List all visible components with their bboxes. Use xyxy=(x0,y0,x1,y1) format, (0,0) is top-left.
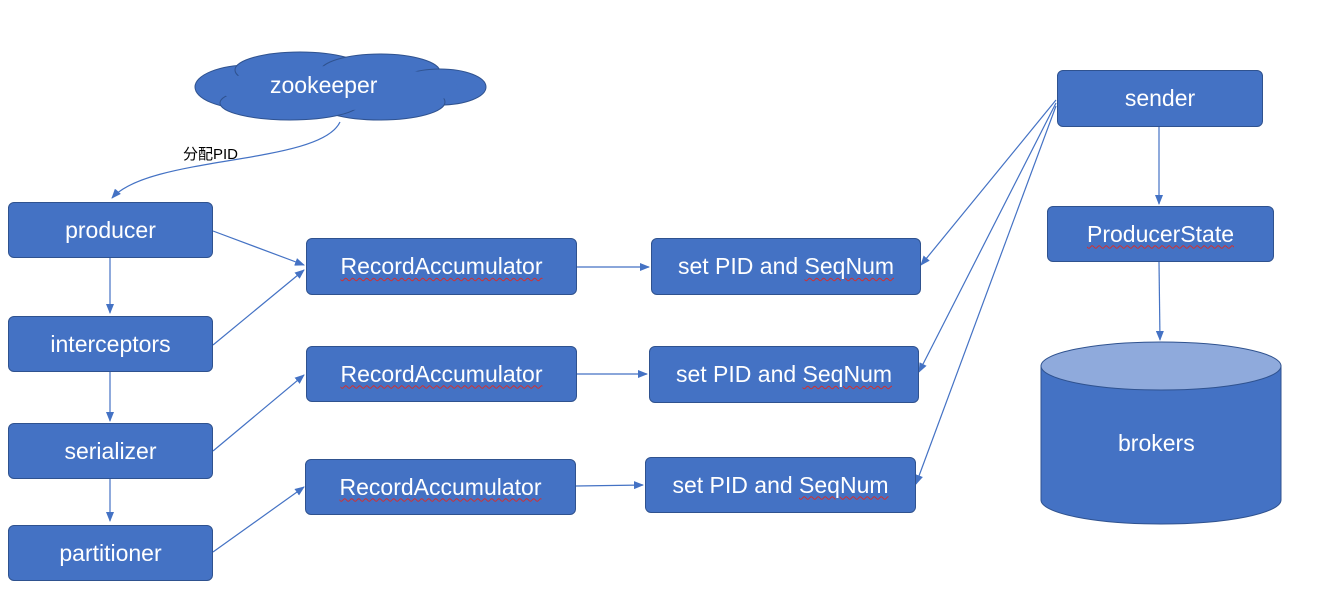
zookeeper-label: zookeeper xyxy=(270,72,378,98)
record-accumulator-node: RecordAccumulator xyxy=(306,238,577,295)
set-pid-node: set PID and SeqNum xyxy=(649,346,919,403)
edge-sender-setpid2 xyxy=(918,102,1057,373)
set-pid-label: set PID and SeqNum xyxy=(672,471,889,498)
partitioner-node: partitioner xyxy=(8,525,213,581)
edge-zookeeper-producer xyxy=(111,121,341,199)
edge-sender-setpid3 xyxy=(915,105,1057,485)
producer-state-node: ProducerState xyxy=(1047,206,1274,262)
interceptors-label: interceptors xyxy=(50,330,171,357)
assign-pid-label: 分配PID xyxy=(183,146,239,163)
partitioner-label: partitioner xyxy=(59,539,162,566)
record-accumulator-label: RecordAccumulator xyxy=(340,253,543,279)
set-pid-label: set PID and SeqNum xyxy=(675,361,893,387)
connectors xyxy=(106,99,1164,553)
set-pid-node: set PID and SeqNum xyxy=(645,457,916,513)
edge-serializer-acc2 xyxy=(212,374,305,452)
interceptors-node: interceptors xyxy=(8,316,213,372)
edge-partitioner-acc3 xyxy=(212,486,305,553)
set-pid-label: set PID and SeqNum xyxy=(677,253,895,279)
serializer-node: serializer xyxy=(8,423,213,479)
edge-producer-acc1 xyxy=(212,230,305,266)
record-accumulator-label: RecordAccumulator xyxy=(340,360,543,387)
brokers-database xyxy=(1040,341,1282,525)
edge-acc3-setpid3 xyxy=(575,481,644,490)
record-accumulator-label: RecordAccumulator xyxy=(339,473,542,500)
edge-producerstate-brokers xyxy=(1155,261,1164,341)
edge-interceptors-acc1 xyxy=(212,269,305,346)
serializer-label: serializer xyxy=(64,437,157,464)
sender-label: sender xyxy=(1124,85,1196,111)
producer-state-label: ProducerState xyxy=(1086,220,1235,247)
sender-node: sender xyxy=(1057,70,1263,127)
record-accumulator-node: RecordAccumulator xyxy=(305,459,576,515)
set-pid-node: set PID and SeqNum xyxy=(651,238,921,295)
producer-label: producer xyxy=(65,216,156,243)
edge-sender-setpid1 xyxy=(920,99,1057,266)
producer-node: producer xyxy=(8,202,213,258)
brokers-label: brokers xyxy=(1118,430,1195,456)
zookeeper-cloud xyxy=(194,51,487,121)
record-accumulator-node: RecordAccumulator xyxy=(306,346,577,402)
